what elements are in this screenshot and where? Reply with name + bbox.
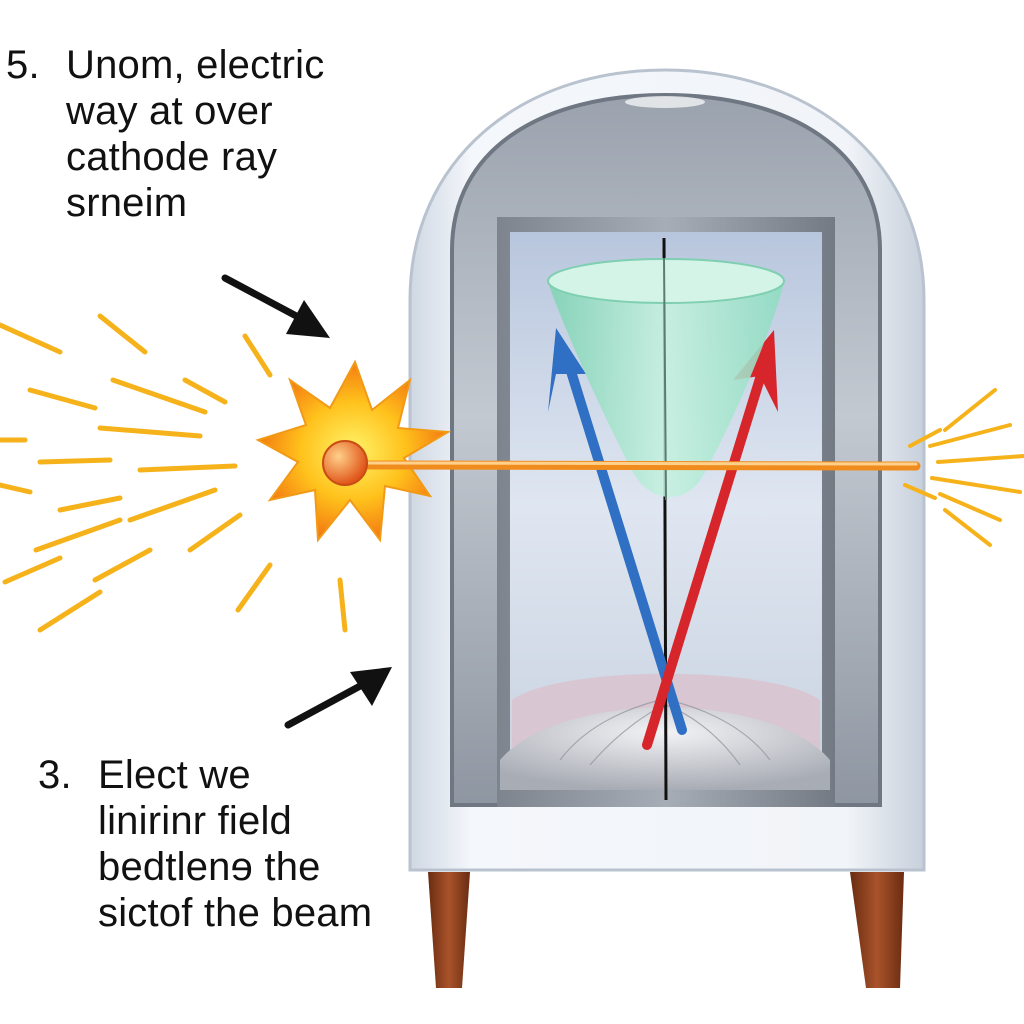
- spark-rays-right: [903, 388, 1024, 547]
- caption-top-line: way at over: [66, 89, 273, 133]
- caption-top-text: Unom, electric way at over cathode ray s…: [66, 42, 324, 226]
- caption-bottom-line: sictof the beam: [98, 891, 373, 935]
- pointer-arrow-top: [221, 274, 330, 338]
- caption-top-number: 5.: [6, 43, 40, 87]
- caption-bottom-text: Elect we linirinr field bedtlenɘ the sic…: [98, 752, 372, 936]
- caption-bottom: 3. Elect we linirinr field bedtlenɘ the …: [38, 752, 418, 952]
- caption-bottom-line: Elect we: [98, 753, 251, 797]
- caption-top-line: srneim: [66, 181, 188, 225]
- deflector-cone: [547, 257, 785, 501]
- tube-legs: [428, 872, 904, 988]
- caption-bottom-line: linirinr field: [98, 799, 292, 843]
- caption-bottom-line: bedtlenɘ the: [98, 845, 321, 889]
- electron-source-ball: [322, 440, 368, 486]
- leg-left: [428, 872, 470, 988]
- leg-right: [850, 872, 904, 988]
- spark-rays-left: [0, 313, 348, 633]
- caption-top-line: Unom, electric: [66, 43, 325, 87]
- caption-bottom-number: 3.: [38, 753, 72, 797]
- dome-highlight: [625, 96, 705, 108]
- electron-beam: [350, 460, 921, 471]
- caption-top: 5. Unom, electric way at over cathode ra…: [6, 42, 386, 242]
- blue-deflection-arrow: [548, 328, 687, 735]
- pointer-arrow-bottom: [284, 667, 392, 729]
- red-deflection-arrow: [642, 330, 778, 750]
- caption-top-line: cathode ray: [66, 135, 278, 179]
